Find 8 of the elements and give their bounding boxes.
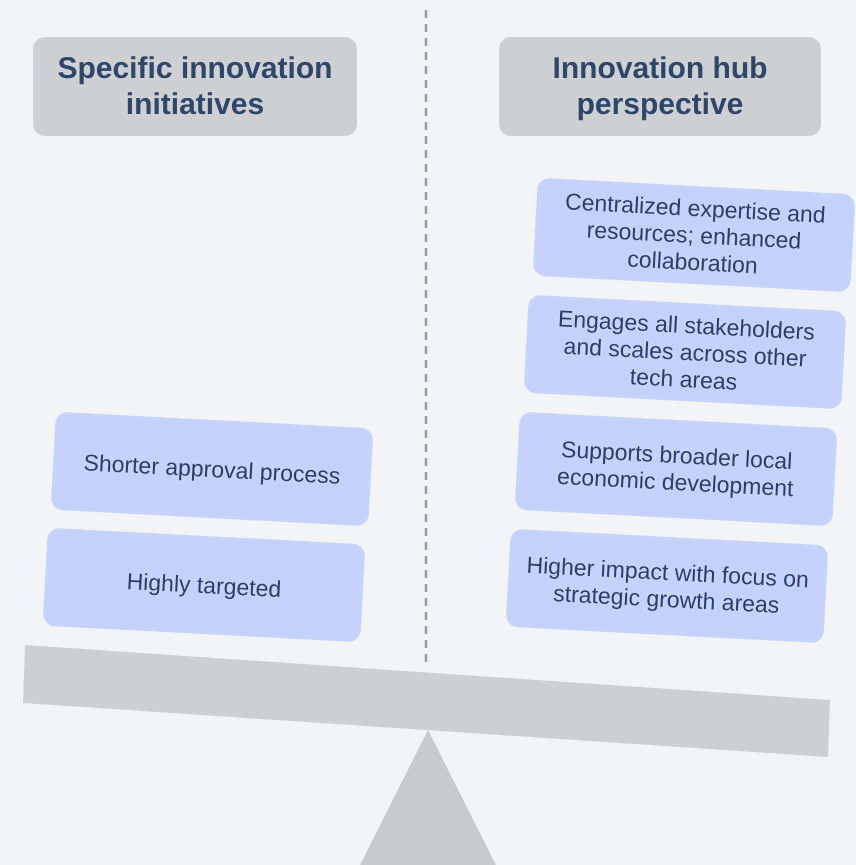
benefit-card: Highly targeted bbox=[42, 528, 366, 642]
benefit-card: Shorter approval process bbox=[50, 412, 374, 526]
column-heading: Specific innovation initiatives bbox=[33, 37, 357, 136]
column-heading: Innovation hub perspective bbox=[499, 37, 821, 136]
benefit-card: Engages all stakeholders and scales across other tech areas bbox=[524, 294, 846, 410]
benefit-card: Higher impact with focus on strategic growth areas bbox=[506, 528, 828, 644]
benefit-card: Centralized expertise and resources; enhanced collaboration bbox=[532, 178, 856, 292]
benefit-card: Supports broader local economic development bbox=[514, 412, 838, 526]
